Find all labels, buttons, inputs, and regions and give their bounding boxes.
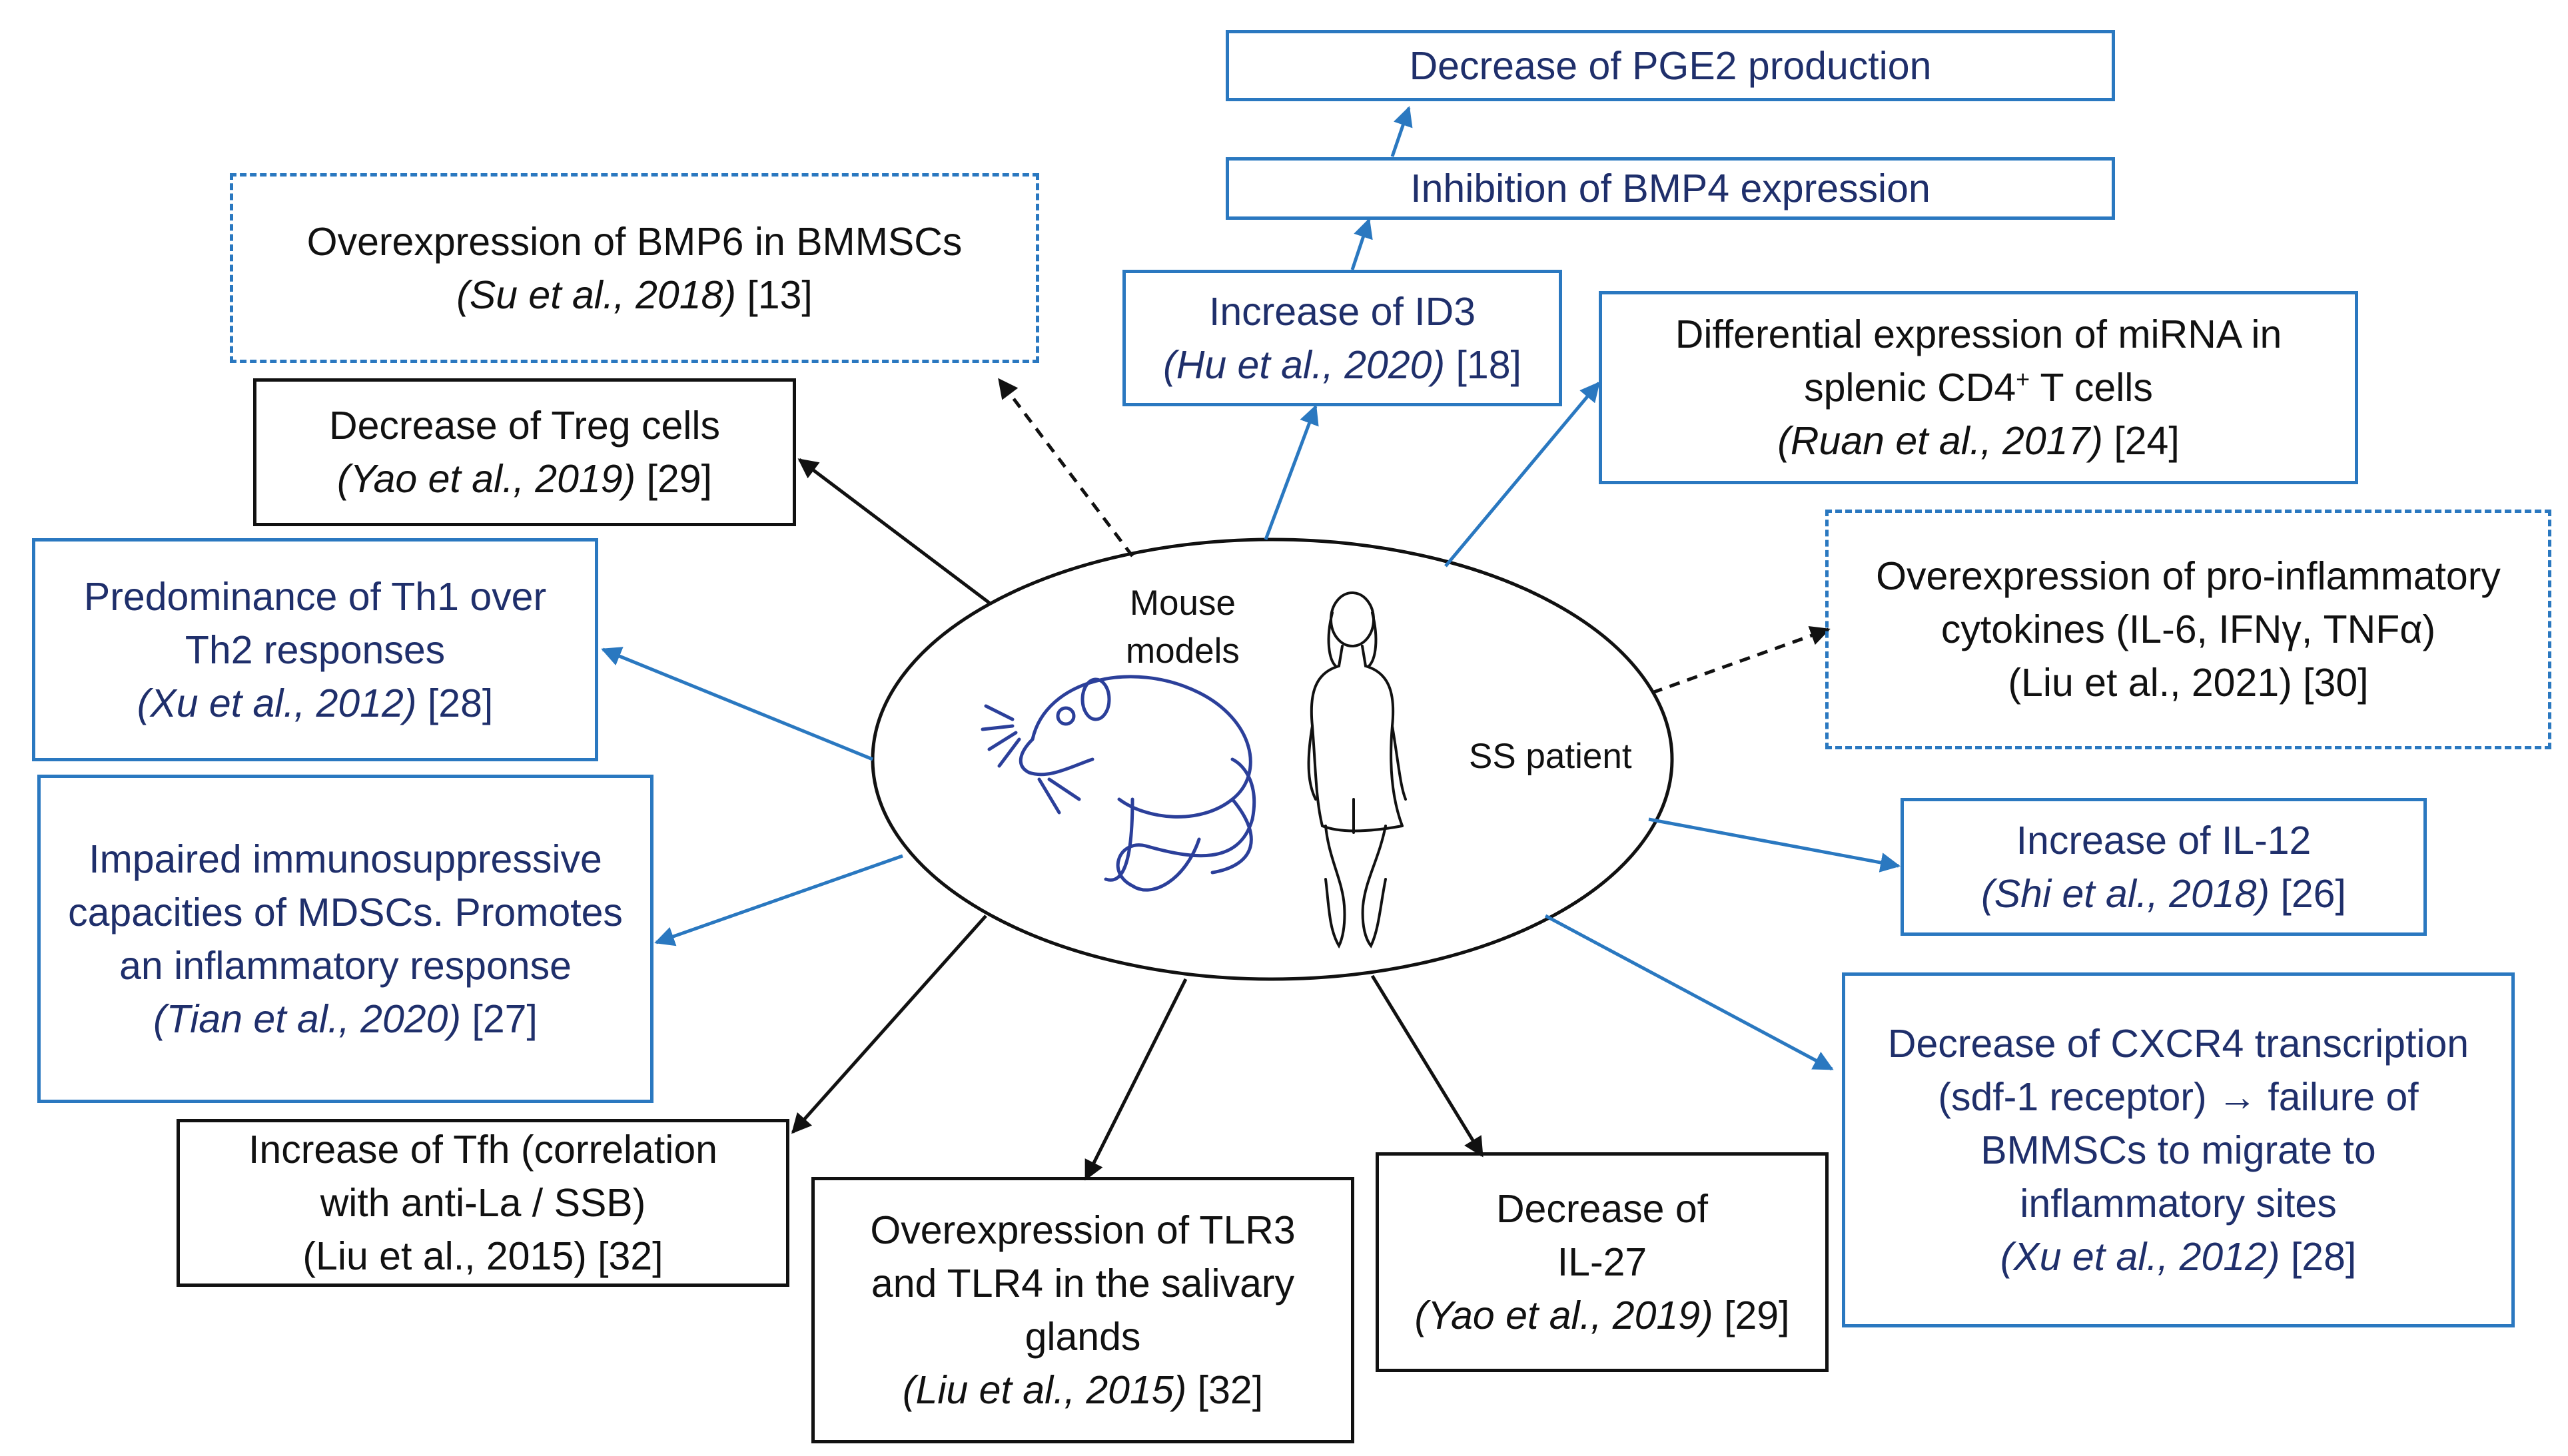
mdsc-text-3: an inflammatory response <box>119 943 572 988</box>
box-id3: Increase of ID3 (Hu et al., 2020) [18] <box>1122 270 1562 406</box>
tfh-text-2: with anti-La / SSB) <box>320 1181 646 1225</box>
th1-ref: (Xu et al., 2012) [28] <box>137 681 494 725</box>
box-th1: Predominance of Th1 over Th2 responses (… <box>32 538 598 761</box>
box-tfh: Increase of Tfh (correlation with anti-L… <box>177 1119 789 1287</box>
tfh-ref: (Liu et al., 2015) [32] <box>302 1234 663 1278</box>
tlr-text-3: glands <box>1025 1315 1141 1359</box>
box-mirna: Differential expression of miRNA in sple… <box>1599 291 2358 484</box>
mouse-label-line-1: Mouse <box>1129 583 1236 623</box>
id3-text: Increase of ID3 <box>1208 289 1476 334</box>
il12-ref: (Shi et al., 2018) [26] <box>1981 871 2346 916</box>
tfh-text-1: Increase of Tfh (correlation <box>248 1128 717 1172</box>
arrow-id3-to-bmp4 <box>1350 218 1373 270</box>
cytokines-text-1: Overexpression of pro-inflammatory <box>1876 554 2501 598</box>
box-tlr: Overexpression of TLR3 and TLR4 in the s… <box>811 1177 1354 1443</box>
human-figure-icon <box>1307 591 1407 949</box>
bmp6-text: Overexpression of BMP6 in BMMSCs <box>306 219 963 264</box>
cxcr4-text-2: (sdf-1 receptor) → failure of <box>1938 1074 2419 1119</box>
arrow-to-th1 <box>601 647 873 761</box>
mouse-models-label: Mouse models <box>1126 579 1240 675</box>
th1-text-1: Predominance of Th1 over <box>83 574 547 619</box>
arrow-bmp4-to-pge2 <box>1390 106 1413 157</box>
arrow-to-id3 <box>1264 404 1319 540</box>
cxcr4-ref: (Xu et al., 2012) [28] <box>2000 1234 2357 1279</box>
box-pge2: Decrease of PGE2 production <box>1226 30 2115 101</box>
tlr-text-1: Overexpression of TLR3 <box>870 1208 1296 1252</box>
mirna-text-2: splenic CD4+ T cells <box>1804 365 2153 410</box>
cxcr4-text-3: BMMSCs to migrate to <box>1980 1128 2376 1172</box>
box-bmp6: Overexpression of BMP6 in BMMSCs (Su et … <box>230 173 1039 363</box>
cytokines-text-2: cytokines (IL-6, IFNγ, TNFα) <box>1940 607 2436 651</box>
il12-text: Increase of IL-12 <box>2016 818 2312 863</box>
bmp6-ref: (Su et al., 2018) [13] <box>456 272 813 317</box>
bmp4-text: Inhibition of BMP4 expression <box>1410 167 1930 210</box>
cxcr4-text-4: inflammatory sites <box>2020 1181 2337 1226</box>
ss-patient-label: SS patient <box>1469 737 1632 776</box>
mouse-label-line-2: models <box>1126 631 1240 671</box>
pge2-text: Decrease of PGE2 production <box>1409 43 1932 88</box>
il27-text-2: IL-27 <box>1557 1240 1647 1284</box>
cytokines-ref: (Liu et al., 2021) [30] <box>2008 661 2369 705</box>
arrow-to-treg <box>797 458 991 604</box>
treg-ref: (Yao et al., 2019) [29] <box>336 457 713 501</box>
id3-ref: (Hu et al., 2020) [18] <box>1163 342 1521 387</box>
th1-text-2: Th2 responses <box>185 627 446 672</box>
arrow-to-mirna <box>1444 381 1600 567</box>
il27-ref: (Yao et al., 2019) [29] <box>1414 1293 1790 1337</box>
arrow-to-cytokines <box>1651 625 1831 695</box>
tlr-ref: (Liu et al., 2015) [32] <box>902 1368 1264 1412</box>
arrow-to-il27 <box>1370 974 1484 1158</box>
arrow-to-tfh <box>791 914 987 1134</box>
box-cxcr4: Decrease of CXCR4 transcription (sdf-1 r… <box>1842 972 2515 1327</box>
arrow-to-tlr <box>1084 978 1188 1181</box>
mouse-icon <box>981 675 1256 892</box>
arrow-to-cxcr4 <box>1544 914 1834 1071</box>
treg-text: Decrease of Treg cells <box>329 404 720 448</box>
arrow-to-bmp6 <box>998 378 1134 557</box>
box-il12: Increase of IL-12 (Shi et al., 2018) [26… <box>1901 798 2427 936</box>
mirna-text-1: Differential expression of miRNA in <box>1675 312 2282 356</box>
arrow-to-mdsc <box>654 854 903 946</box>
arrow-to-il12 <box>1648 817 1901 873</box>
il27-text-1: Decrease of <box>1496 1187 1709 1231</box>
box-cytokines: Overexpression of pro-inflammatory cytok… <box>1825 510 2551 749</box>
box-bmp4: Inhibition of BMP4 expression <box>1226 157 2115 220</box>
mirna-ref: (Ruan et al., 2017) [24] <box>1777 419 2180 463</box>
box-mdsc: Impaired immunosuppressive capacities of… <box>37 775 653 1103</box>
box-il27: Decrease of IL-27 (Yao et al., 2019) [29… <box>1376 1152 1829 1372</box>
mdsc-text-2: capacities of MDSCs. Promotes <box>68 890 623 934</box>
cxcr4-text-1: Decrease of CXCR4 transcription <box>1887 1021 2469 1066</box>
mdsc-ref: (Tian et al., 2020) [27] <box>153 996 538 1041</box>
tlr-text-2: and TLR4 in the salivary <box>871 1262 1295 1305</box>
box-treg: Decrease of Treg cells (Yao et al., 2019… <box>253 378 796 526</box>
mdsc-text-1: Impaired immunosuppressive <box>89 837 602 881</box>
